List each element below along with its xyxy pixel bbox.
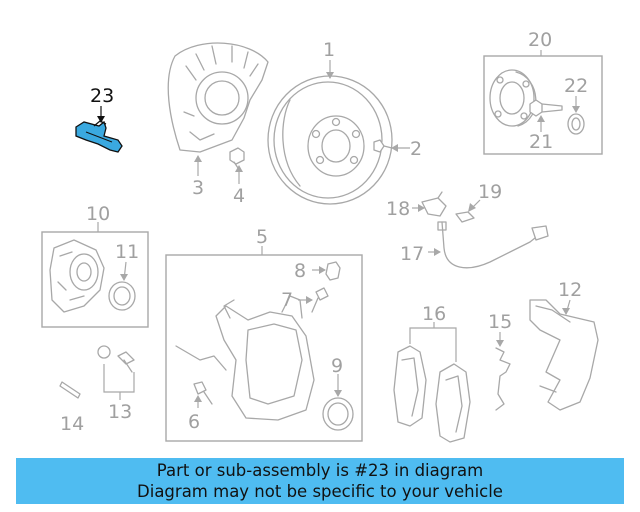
- callout-1: 1: [323, 39, 335, 61]
- banner-line-2: Diagram may not be specific to your vehi…: [137, 482, 503, 501]
- part-17-brake-hose[interactable]: [437, 221, 549, 269]
- part-10-actuator[interactable]: [49, 239, 105, 313]
- part-3-splash-shield[interactable]: [167, 42, 269, 153]
- part-16-brake-pads[interactable]: [393, 345, 471, 443]
- callout-3: 3: [192, 177, 204, 199]
- part-4-bolt[interactable]: [229, 147, 245, 169]
- part-14-pin[interactable]: [59, 381, 81, 399]
- part-21-bolt[interactable]: [529, 99, 563, 117]
- part-19-clip[interactable]: [455, 211, 475, 223]
- part-1-rotor[interactable]: [267, 75, 393, 205]
- callout-22: 22: [564, 75, 588, 97]
- box-20: [483, 55, 603, 155]
- callout-9: 9: [331, 355, 343, 377]
- part-22-cap[interactable]: [567, 113, 585, 135]
- callout-20: 20: [528, 29, 552, 51]
- part-11-seal[interactable]: [108, 281, 136, 311]
- callout-14: 14: [60, 413, 84, 435]
- callout-12: 12: [558, 279, 582, 301]
- callout-16: 16: [422, 303, 446, 325]
- part-2-screw[interactable]: [373, 139, 393, 153]
- callout-17: 17: [400, 243, 424, 265]
- callout-6: 6: [188, 411, 200, 433]
- part-12-carrier[interactable]: [529, 299, 599, 411]
- callout-8: 8: [294, 260, 306, 282]
- part-7-bolt[interactable]: [311, 287, 329, 313]
- part-6-bolt[interactable]: [193, 381, 213, 405]
- callout-13: 13: [108, 401, 132, 423]
- callout-21: 21: [529, 131, 553, 153]
- part-13-pin-set[interactable]: [97, 345, 135, 373]
- part-9-seal[interactable]: [322, 397, 354, 431]
- part-15-spring[interactable]: [495, 347, 511, 411]
- part-23-sensor[interactable]: [75, 120, 123, 153]
- callout-18: 18: [386, 198, 410, 220]
- box-10: [41, 231, 149, 328]
- callout-2: 2: [410, 138, 422, 160]
- callout-10: 10: [86, 203, 110, 225]
- callout-7: 7: [281, 289, 293, 311]
- callout-23: 23: [90, 85, 114, 107]
- part-8-cap[interactable]: [325, 261, 341, 281]
- callout-11: 11: [115, 241, 139, 263]
- callout-19: 19: [478, 181, 502, 203]
- leader-23-arrow: [97, 116, 105, 123]
- part-5-caliper[interactable]: [175, 295, 315, 421]
- callout-4: 4: [233, 185, 245, 207]
- callout-15: 15: [488, 311, 512, 333]
- info-banner: Part or sub-assembly is #23 in diagram D…: [16, 458, 624, 504]
- box-5: [165, 254, 363, 442]
- callout-5: 5: [256, 226, 268, 248]
- part-18-bracket[interactable]: [421, 191, 447, 217]
- part-20-hub[interactable]: [489, 69, 537, 127]
- banner-line-1: Part or sub-assembly is #23 in diagram: [156, 461, 484, 480]
